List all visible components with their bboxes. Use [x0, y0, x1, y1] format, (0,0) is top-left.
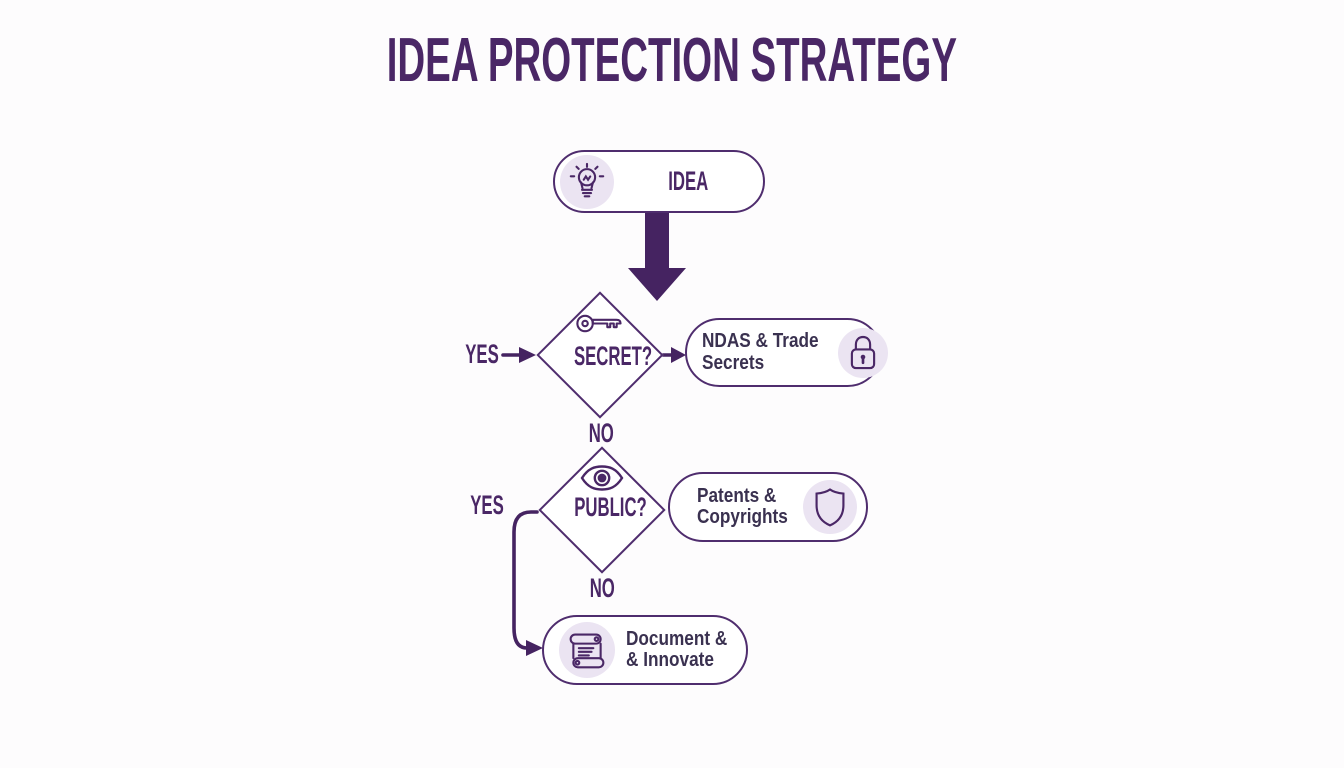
public-yes-label: YES — [470, 490, 504, 520]
secret-yes-label: YES — [465, 339, 499, 369]
shield-icon — [803, 480, 857, 534]
outcome-document-node: Document & & Innovate — [542, 615, 748, 685]
outcome-document-label: Document & & Innovate — [626, 627, 728, 671]
lightbulb-icon — [560, 154, 614, 209]
outcome-patents-node: Patents & Copyrights — [668, 472, 868, 542]
decision-public-label: PUBLIC? — [574, 492, 647, 522]
lock-icon — [837, 327, 888, 378]
secret-to-ndas-arrow — [661, 347, 686, 363]
secret-no-label: NO — [588, 418, 614, 448]
key-icon — [574, 309, 626, 338]
eye-icon — [579, 464, 625, 492]
decision-secret-label: SECRET? — [573, 341, 653, 371]
start-node-label: IDEA — [668, 166, 709, 196]
page-title: IDEA PROTECTION STRATEGY — [386, 26, 958, 95]
outcome-ndas-label: NDAS & Trade Secrets — [702, 330, 819, 374]
public-yes-path — [512, 510, 543, 656]
start-node-idea: IDEA — [553, 150, 765, 213]
public-no-label: NO — [589, 573, 615, 603]
down-arrow — [628, 211, 686, 301]
secret-yes-arrow — [501, 347, 536, 363]
outcome-ndas-node: NDAS & Trade Secrets — [685, 318, 888, 387]
outcome-patents-label: Patents & Copyrights — [697, 484, 788, 528]
scroll-icon — [559, 622, 615, 678]
